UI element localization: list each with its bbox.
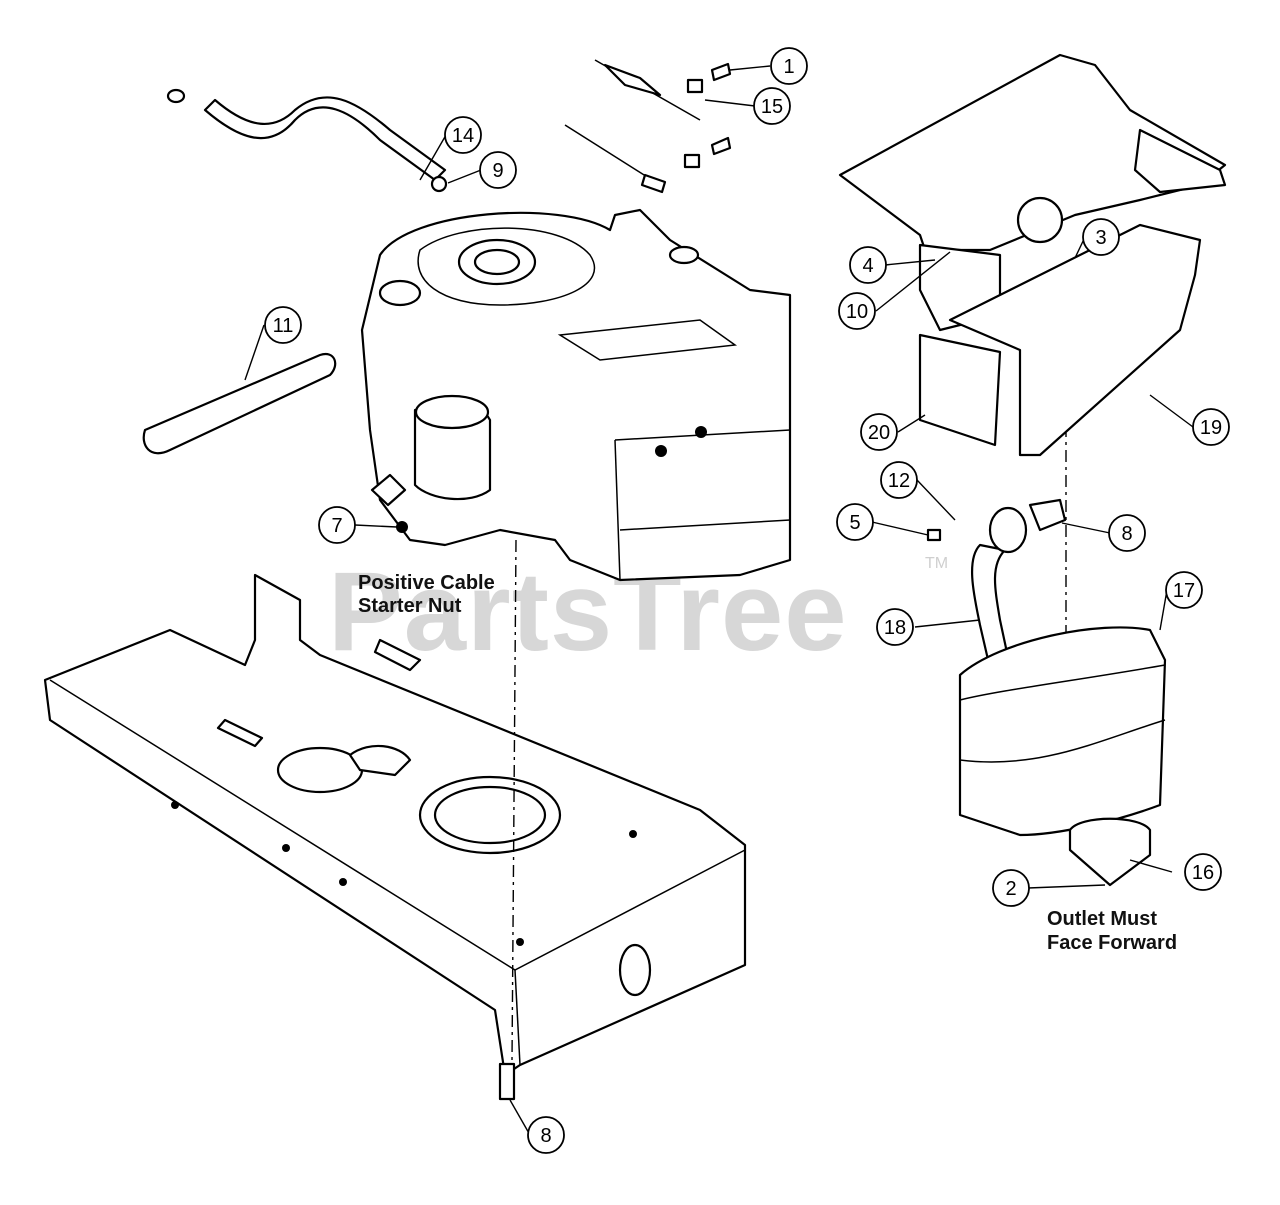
- callout-9-label: 9: [492, 160, 503, 182]
- leader-lines: [244, 65, 1194, 1136]
- callout-15[interactable]: 15: [753, 87, 791, 125]
- engine-bolt: [498, 1062, 516, 1101]
- engine: [360, 208, 792, 582]
- callout-8-muffler-label: 8: [1121, 523, 1132, 545]
- muffler-bracket: [838, 53, 1227, 332]
- callout-17[interactable]: 17: [1165, 571, 1203, 609]
- callout-8-frame-label: 8: [540, 1125, 551, 1147]
- callout-12-label: 12: [888, 470, 910, 492]
- assembly-line-engine: [511, 539, 517, 1061]
- callout-18[interactable]: 18: [876, 608, 914, 646]
- callout-3-label: 3: [1095, 227, 1106, 249]
- callout-16-label: 16: [1192, 862, 1214, 884]
- callout-10[interactable]: 10: [838, 292, 876, 330]
- callout-7[interactable]: 7: [318, 506, 356, 544]
- watermark-trademark: TM: [925, 555, 948, 572]
- callout-19[interactable]: 19: [1192, 408, 1230, 446]
- muffler-outlet: [1068, 817, 1152, 887]
- callout-11[interactable]: 11: [264, 306, 302, 344]
- callout-14[interactable]: 14: [444, 116, 482, 154]
- callout-3[interactable]: 3: [1082, 218, 1120, 256]
- callout-1[interactable]: 1: [770, 47, 808, 85]
- callout-10-label: 10: [846, 301, 868, 323]
- callout-16[interactable]: 16: [1184, 853, 1222, 891]
- callout-5-label: 5: [849, 512, 860, 534]
- starter-nut-note-line1: Positive Cable: [358, 572, 495, 594]
- frame: [43, 573, 747, 1077]
- heat-shield-tube: [142, 352, 337, 455]
- muffler: [958, 626, 1167, 837]
- callout-12[interactable]: 12: [880, 461, 918, 499]
- callout-20[interactable]: 20: [860, 413, 898, 451]
- callout-14-label: 14: [452, 125, 474, 147]
- callout-4[interactable]: 4: [849, 246, 887, 284]
- exhaust-flange: [988, 506, 1028, 554]
- callout-18-label: 18: [884, 617, 906, 639]
- throttle-rod: [166, 88, 448, 193]
- callout-2-label: 2: [1005, 878, 1016, 900]
- callout-7-label: 7: [331, 515, 342, 537]
- screw-5: [926, 528, 942, 542]
- callout-8-muffler[interactable]: 8: [1108, 514, 1146, 552]
- outlet-note-line2: Face Forward: [1047, 932, 1177, 954]
- heat-shield-plate: [918, 333, 1002, 447]
- callout-20-label: 20: [868, 422, 890, 444]
- callout-1-label: 1: [783, 56, 794, 78]
- exhaust-gasket: [1028, 498, 1067, 532]
- callout-8-frame[interactable]: 8: [527, 1116, 565, 1154]
- callout-9[interactable]: 9: [479, 151, 517, 189]
- outlet-note-line1: Outlet Must: [1047, 908, 1157, 930]
- callout-19-label: 19: [1200, 417, 1222, 439]
- callout-11-label: 11: [273, 315, 294, 337]
- starter-nut: [396, 521, 408, 533]
- callout-4-label: 4: [862, 255, 873, 277]
- callout-15-label: 15: [761, 96, 783, 118]
- callout-17-label: 17: [1173, 580, 1195, 602]
- callout-2[interactable]: 2: [992, 869, 1030, 907]
- choke-cable: [564, 59, 732, 194]
- starter-nut-note-line2: Starter Nut: [358, 595, 462, 617]
- muffler-heat-shield: [948, 223, 1202, 457]
- callout-5[interactable]: 5: [836, 503, 874, 541]
